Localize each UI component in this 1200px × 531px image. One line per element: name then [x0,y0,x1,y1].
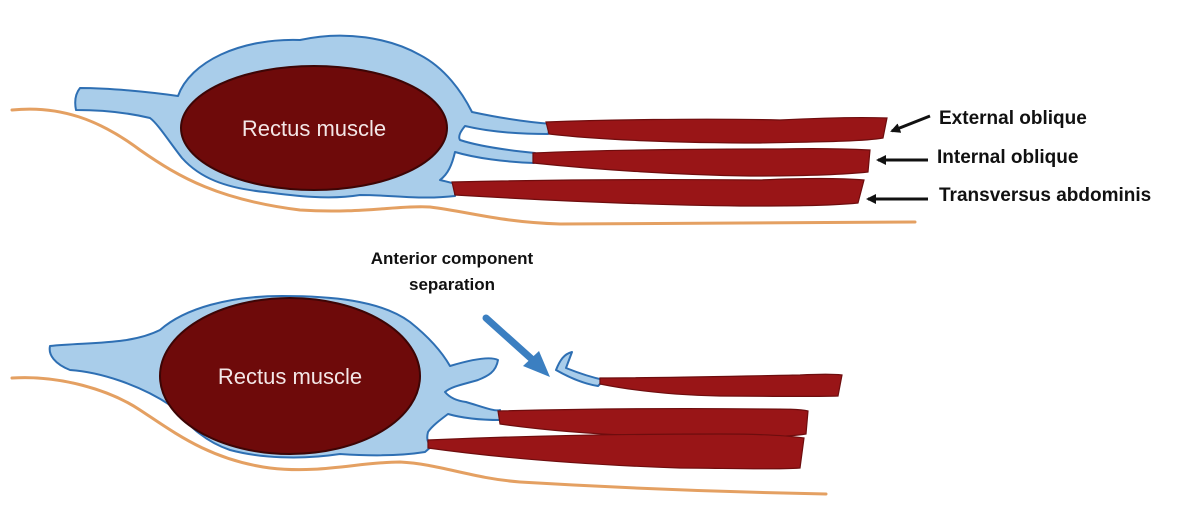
bottom-rectus-muscle [159,297,421,455]
top-panel: Rectus muscle External oblique Internal … [10,34,1151,226]
annotation-line-1: Anterior component [371,249,534,268]
bottom-internal-oblique-muscle [497,408,809,439]
label-internal-oblique: Internal oblique [937,147,1078,168]
label-external-oblique: External oblique [939,108,1087,129]
top-transversus-abdominis-muscle [451,177,865,207]
bottom-external-oblique-muscle [599,373,843,398]
top-internal-oblique-muscle [532,147,871,177]
component-separation-arrowhead [523,351,550,377]
cut-fascia-stump [555,351,605,387]
top-rectus-label: Rectus muscle [242,116,386,141]
annotation-line-2: separation [409,275,495,294]
component-separation-arrow [482,314,539,366]
top-external-oblique-muscle [545,117,888,144]
bottom-transversus-abdominis-muscle [427,433,805,470]
bottom-rectus-label: Rectus muscle [218,364,362,389]
external-oblique-pointer-arrow [890,114,931,133]
label-transversus-abdominis: Transversus abdominis [939,185,1151,206]
bottom-skin-line [10,376,828,496]
bottom-panel: Rectus muscle Anterior component separat… [10,249,843,496]
top-skin-line [10,107,917,226]
top-rectus-muscle [180,65,448,191]
